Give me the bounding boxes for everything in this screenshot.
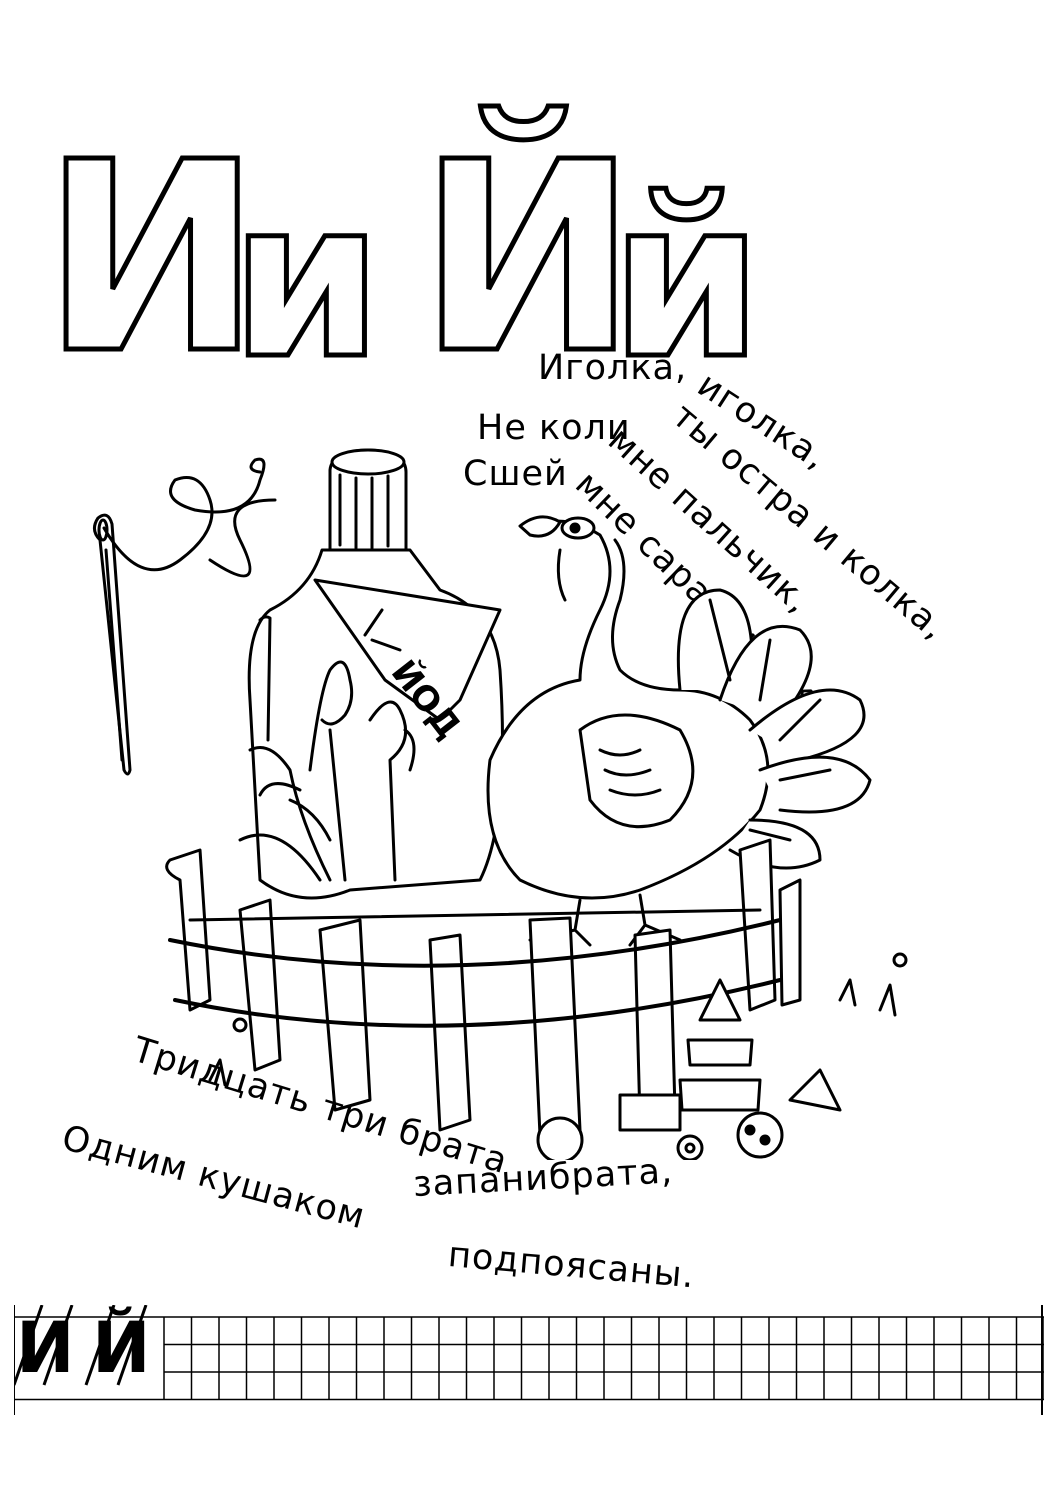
writing-grid: И Й <box>12 1304 1045 1419</box>
riddle-1-line: Иголка, <box>538 348 688 388</box>
riddle-1-line: Сшей <box>463 454 568 494</box>
header-letter-upper-i: И <box>39 106 263 411</box>
header-letter-upper-short-i: Й <box>415 106 639 411</box>
daisy-icon <box>232 952 908 1033</box>
flower-icon <box>238 660 416 882</box>
illustration-turkey-iodine: ЙОД <box>93 448 908 1160</box>
grass-icon <box>208 978 897 1087</box>
fence-icon <box>165 838 802 1137</box>
riddle-2-line: подпоясаны. <box>446 1235 697 1297</box>
grid-sample-letter: И <box>16 1307 75 1389</box>
riddle-1-line: Не коли <box>477 408 631 448</box>
grid-sample-letter: Й <box>92 1307 151 1389</box>
turkey-icon <box>486 515 872 947</box>
grid-lines <box>12 1304 1045 1415</box>
toys-icon <box>536 978 842 1160</box>
iodine-bottle-icon <box>247 448 504 900</box>
header-letter-lower-short-i: й <box>608 154 766 407</box>
header-letter-lower-i: и <box>228 154 386 407</box>
needle-icon <box>93 513 132 776</box>
thread-icon <box>102 457 277 578</box>
